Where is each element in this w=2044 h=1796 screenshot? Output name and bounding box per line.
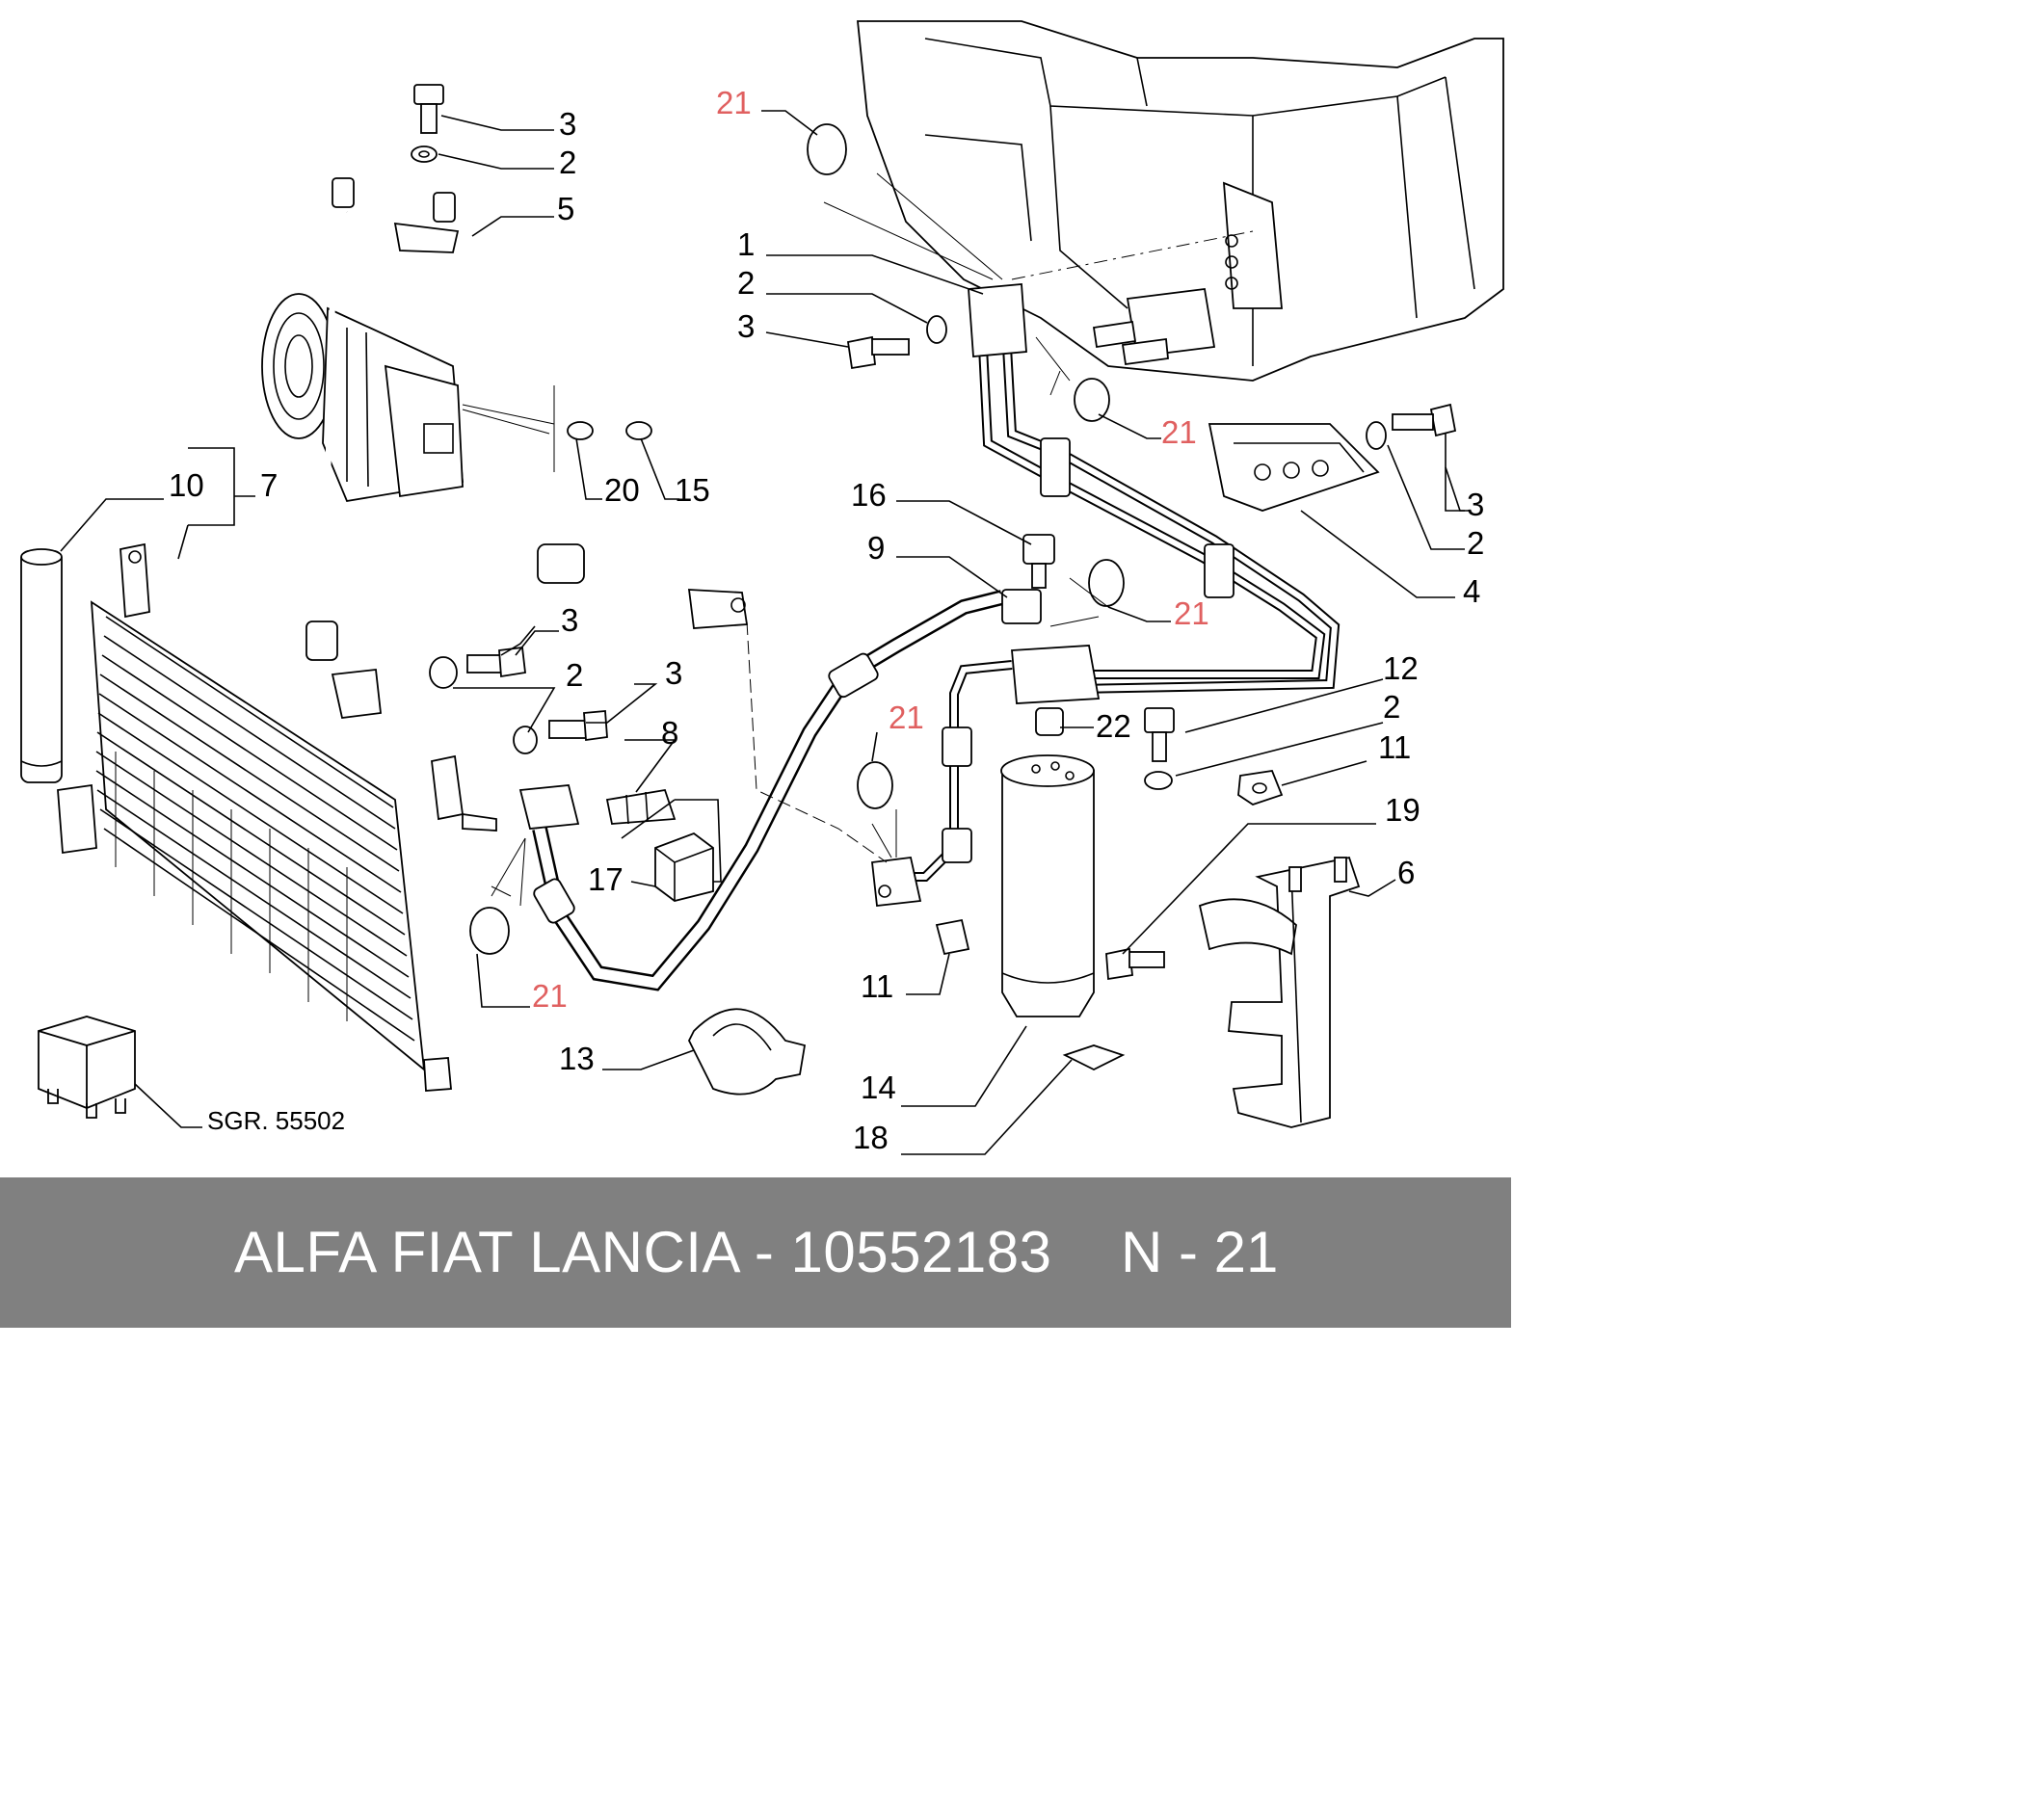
callout-5: 5 <box>557 191 574 226</box>
callout-4: 4 <box>1463 573 1480 609</box>
callout-3: 3 <box>665 655 682 691</box>
callout-3: 3 <box>737 308 755 344</box>
callout-9: 9 <box>867 530 885 566</box>
callout-11: 11 <box>1378 729 1411 765</box>
receiver-drier-14 <box>1000 754 1095 1017</box>
pressure-switch-8 <box>605 788 677 825</box>
part-reference: N - 21 <box>1121 1220 1279 1284</box>
callout-labels: 3 2 5 21 1 2 3 21 3 2 4 10 7 20 15 16 9 … <box>169 85 1484 1155</box>
callout-21: 21 <box>1174 595 1209 631</box>
callout-14: 14 <box>861 1070 896 1105</box>
callout-21: 21 <box>532 978 568 1014</box>
sgr-reference: SGR. 55502 <box>207 1106 345 1135</box>
part-title: ALFA FIAT LANCIA - 10552183 <box>234 1220 1052 1284</box>
callout-11: 11 <box>861 968 893 1004</box>
callout-19: 19 <box>1385 792 1420 828</box>
callout-2: 2 <box>559 145 576 180</box>
callout-17: 17 <box>588 861 624 897</box>
callout-21: 21 <box>716 85 752 120</box>
hose-5 <box>305 177 749 719</box>
callout-3: 3 <box>561 602 578 638</box>
callout-1: 1 <box>737 226 755 262</box>
hose-9 <box>518 589 1042 991</box>
callout-13: 13 <box>559 1041 595 1076</box>
callout-8: 8 <box>661 715 678 751</box>
callout-2: 2 <box>737 265 755 301</box>
leader-lines <box>60 110 1470 1155</box>
evaporator-lines <box>871 283 1341 907</box>
callout-12: 12 <box>1383 650 1419 686</box>
receiver-drier-10 <box>20 548 63 783</box>
connector-17 <box>654 832 714 902</box>
condenser <box>57 542 497 1092</box>
callout-22: 22 <box>1096 708 1131 744</box>
callout-10: 10 <box>169 467 204 503</box>
bracket-4 <box>1208 423 1380 512</box>
footer-bar: ALFA FIAT LANCIA - 10552183 N - 21 <box>0 1177 1511 1328</box>
callout-2: 2 <box>1383 689 1400 725</box>
compressor <box>261 293 464 503</box>
parts-diagram: 3 2 5 21 1 2 3 21 3 2 4 10 7 20 15 16 9 … <box>20 20 1504 1155</box>
clamp-13 <box>687 1008 807 1096</box>
bracket-6 <box>1198 856 1361 1128</box>
callout-2: 2 <box>566 657 583 693</box>
callout-21: 21 <box>889 700 924 735</box>
callout-21: 21 <box>1161 414 1197 450</box>
callout-7: 7 <box>260 467 278 503</box>
callout-18: 18 <box>853 1120 889 1155</box>
callout-6: 6 <box>1397 855 1415 890</box>
relay-sgr <box>38 1016 136 1119</box>
callout-16: 16 <box>851 477 887 513</box>
callout-20: 20 <box>604 472 640 508</box>
callout-2: 2 <box>1467 525 1484 561</box>
callout-3: 3 <box>559 106 576 142</box>
heater-box-housing <box>857 20 1504 382</box>
hardware <box>411 84 1457 1071</box>
callout-15: 15 <box>675 472 710 508</box>
callout-3: 3 <box>1467 487 1484 522</box>
